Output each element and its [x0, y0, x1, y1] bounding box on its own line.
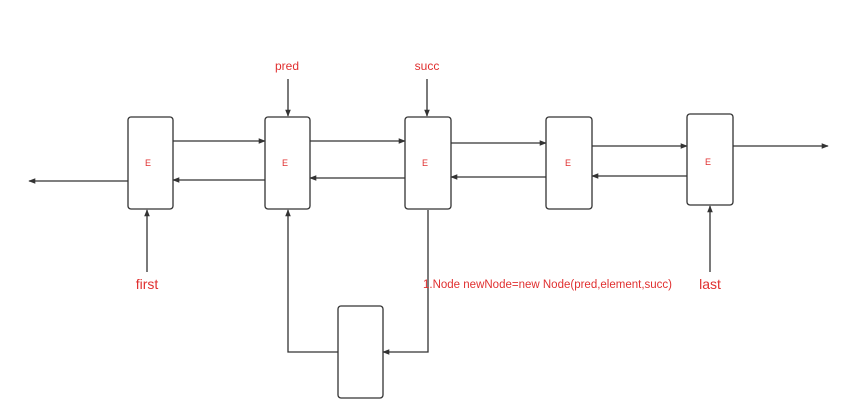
- node-label-4: E: [565, 158, 571, 168]
- list-node-1: [127, 116, 174, 210]
- node-label-3: E: [422, 158, 428, 168]
- node-label-2: E: [282, 158, 288, 168]
- node-label-1: E: [145, 158, 151, 168]
- list-node-3: [404, 116, 452, 210]
- node-label-5: E: [705, 157, 711, 167]
- succ-label: succ: [415, 59, 440, 73]
- new-node-prev-arrow: [285, 209, 338, 353]
- code-annotation: 1.Node newNode=new Node(pred,element,suc…: [423, 279, 672, 291]
- list-node-5: [686, 113, 734, 206]
- new-node: [337, 305, 384, 399]
- list-node-2: [264, 116, 311, 210]
- pred-label: pred: [275, 59, 299, 73]
- new-node-next-arrow: [382, 210, 429, 355]
- first-label: first: [136, 276, 159, 292]
- list-node-4: [545, 116, 593, 210]
- last-label: last: [699, 276, 721, 292]
